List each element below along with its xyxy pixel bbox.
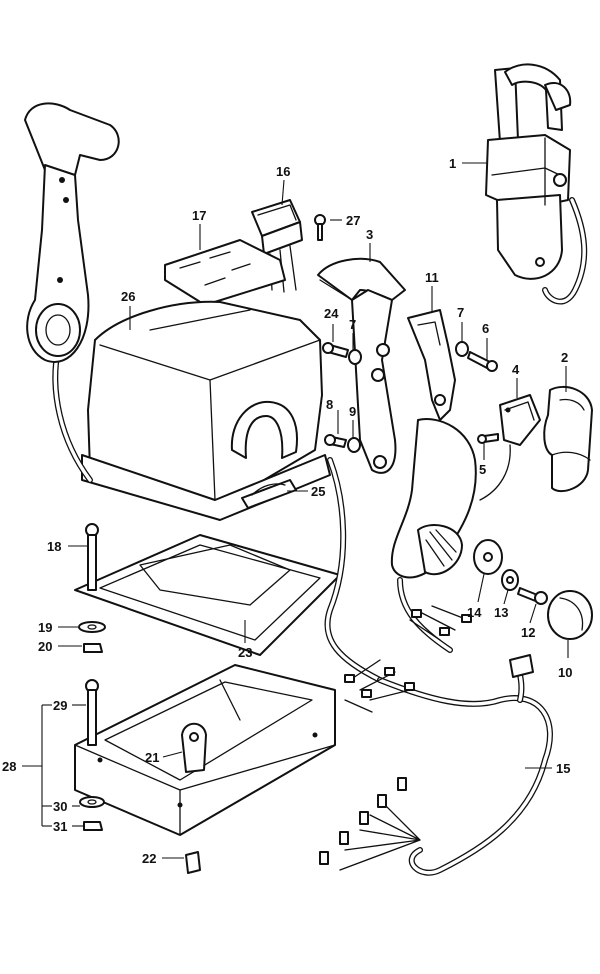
callout-20: 20	[38, 639, 52, 654]
callout-23: 23	[238, 645, 252, 660]
callout-2: 2	[561, 350, 568, 365]
switch-and-screw	[477, 394, 541, 501]
throttle-arm	[317, 257, 406, 474]
callout-27: 27	[346, 213, 360, 228]
callout-16: 16	[276, 164, 290, 179]
callout-8: 8	[326, 397, 333, 412]
callout-31: 31	[53, 819, 67, 834]
callout-18: 18	[47, 539, 61, 554]
callout-5: 5	[479, 462, 486, 477]
callout-labels: 1 2 3 4 5 6 7 7 8 9 10 11 12 13 14 15 16…	[2, 156, 572, 866]
bolt-washer-nut-top	[78, 523, 106, 653]
bolts-center	[322, 342, 362, 453]
callout-21: 21	[145, 750, 159, 765]
callout-15: 15	[556, 761, 570, 776]
gasket-plate	[74, 534, 341, 656]
callout-10: 10	[558, 665, 572, 680]
bracket-21	[181, 722, 207, 773]
callout-24: 24	[324, 306, 339, 321]
shift-lever	[407, 309, 456, 421]
callout-17: 17	[192, 208, 206, 223]
callout-19: 19	[38, 620, 52, 635]
remote-control-assembly	[485, 63, 588, 305]
screw-washer-right	[455, 341, 498, 372]
callout-12: 12	[521, 625, 535, 640]
callout-29: 29	[53, 698, 67, 713]
callout-13: 13	[494, 605, 508, 620]
callout-7-right: 7	[457, 305, 464, 320]
callout-30: 30	[53, 799, 67, 814]
left-lever-handle	[24, 102, 120, 483]
lever-hub-parts	[390, 418, 593, 640]
callout-25: 25	[311, 484, 325, 499]
screw-27	[314, 214, 326, 241]
callout-11: 11	[425, 270, 439, 285]
cable-clip	[241, 479, 297, 509]
callout-28: 28	[2, 759, 16, 774]
callout-3: 3	[366, 227, 373, 242]
callout-7-center: 7	[349, 317, 356, 332]
trim-switch	[251, 199, 303, 293]
callout-22: 22	[142, 851, 156, 866]
callout-26: 26	[121, 289, 135, 304]
callout-9: 9	[349, 404, 356, 419]
callout-1: 1	[449, 156, 456, 171]
clip-22	[185, 851, 201, 874]
leader-lines	[22, 162, 569, 859]
lever-grip	[543, 385, 593, 493]
bolt-washer-nut-bottom	[79, 679, 105, 831]
callout-4: 4	[512, 362, 520, 377]
switch-plate	[164, 239, 286, 306]
callout-6: 6	[482, 321, 489, 336]
callout-14: 14	[467, 605, 482, 620]
wiring-harness	[319, 457, 553, 876]
